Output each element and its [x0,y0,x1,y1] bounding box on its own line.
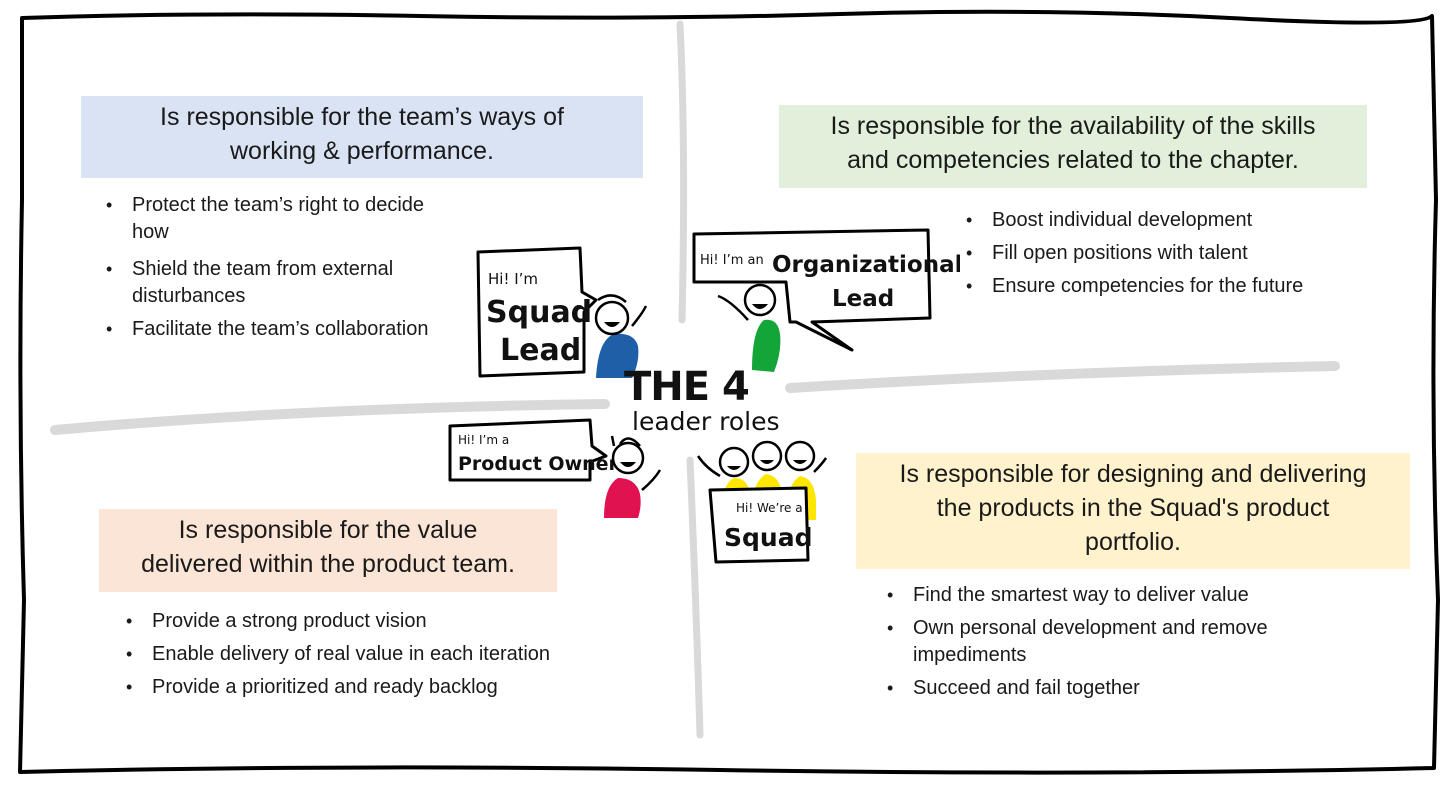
product-owner-bubble-big: Product Owner [458,453,619,475]
product-owner-heading-line2: delivered within the product team. [141,550,515,578]
product-owner-bubble: Hi! I’m a Product Owner [448,418,619,482]
squad-lead-heading-line1: Is responsible for the team’s ways of [160,103,564,131]
product-owner-heading-line1: Is responsible for the value [178,516,478,544]
squad-lead-bubble-big2: Lead [500,333,581,368]
list-item: Ensure competencies for the future [966,273,1386,300]
squad-heading-line3: portfolio. [1085,528,1181,556]
product-owner-heading: Is responsible for the value delivered w… [99,509,557,592]
list-item: Shield the team from external disturbanc… [106,256,436,310]
squad-heading: Is responsible for designing and deliver… [856,453,1410,569]
squad-lead-bubble-big1: Squad [486,295,592,330]
org-lead-bullets: Boost individual development Fill open p… [966,207,1386,306]
center-title: THE 4 leader roles [624,364,780,436]
horizontal-divider-right [785,361,1340,393]
list-item: Boost individual development [966,207,1386,234]
list-item: Facilitate the team’s collaboration [106,316,436,343]
vertical-divider-top [676,20,688,324]
org-lead-heading-line1: Is responsible for the availability of t… [830,112,1316,140]
squad-sign-big: Squad [724,523,812,552]
list-item: Find the smartest way to deliver value [887,582,1357,609]
squad-lead-heading: Is responsible for the team’s ways of wo… [81,96,643,178]
list-item: Succeed and fail together [887,675,1357,702]
org-lead-heading-line2: and competencies related to the chapter. [847,146,1299,174]
product-owner-bubble-small: Hi! I’m a [458,433,509,447]
list-item: Own personal development and remove impe… [887,615,1357,669]
org-lead-bubble-big1: Organizational [772,252,960,278]
squad-heading-line1: Is responsible for designing and deliver… [899,460,1367,488]
list-item: Protect the team’s right to decide how [106,192,436,246]
center-illustration: Hi! I’m Squad Lead Hi! I’m an Organizati… [448,228,960,564]
squad-lead-figure [594,294,648,378]
squad-heading-line2: the products in the Squad's product [936,494,1330,522]
org-lead-figure [717,283,781,372]
outer-frame [18,9,1440,775]
center-title-line1: THE 4 [624,364,749,410]
squad-lead-body [596,333,639,378]
org-lead-bubble-big2: Lead [832,286,894,312]
org-lead-heading: Is responsible for the availability of t… [779,105,1367,188]
product-owner-bullets: Provide a strong product vision Enable d… [126,608,626,707]
org-lead-bubble: Hi! I’m an Organizational Lead [692,228,960,352]
squad-sign: Hi! We’re a Squad [708,486,812,564]
org-lead-body [752,319,781,372]
list-item: Enable delivery of real value in each it… [126,641,626,668]
product-owner-figure [604,435,662,518]
squad-lead-bubble: Hi! I’m Squad Lead [476,246,598,378]
list-item: Provide a prioritized and ready backlog [126,674,626,701]
squad-lead-bullets: Protect the team’s right to decide how S… [106,192,436,349]
org-lead-bubble-small: Hi! I’m an [700,253,764,268]
squad-lead-bubble-small: Hi! I’m [488,270,538,288]
squad-sign-small: Hi! We’re a [736,501,803,515]
vertical-divider-bottom [686,456,704,739]
product-owner-body [604,478,641,518]
squad-bullets: Find the smartest way to deliver value O… [887,582,1357,708]
list-item: Fill open positions with talent [966,240,1386,267]
squad-lead-heading-line2: working & performance. [229,137,494,165]
horizontal-divider-left [50,399,610,435]
center-title-line2: leader roles [632,407,780,436]
list-item: Provide a strong product vision [126,608,626,635]
